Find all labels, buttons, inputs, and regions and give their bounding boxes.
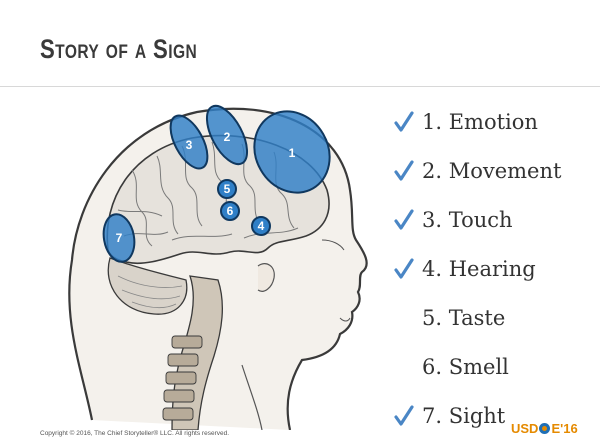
brand-suffix: '16 <box>560 421 578 436</box>
sense-item-smell: 6. Smell <box>394 343 594 392</box>
brand-middle: E <box>551 421 560 436</box>
checkmark-icon <box>394 147 416 196</box>
sense-label: 5. Taste <box>422 294 505 343</box>
sense-label: 4. Hearing <box>422 245 536 294</box>
region-marker-5: 5 <box>218 180 236 198</box>
sense-item-hearing: 4. Hearing <box>394 245 594 294</box>
usdoe-logo: USD E'16 <box>511 421 578 436</box>
copyright-notice: Copyright © 2016, The Chief Storyteller®… <box>40 430 229 437</box>
region-marker-6-label: 6 <box>227 204 234 218</box>
sense-item-touch: 3. Touch <box>394 196 594 245</box>
region-marker-1-label: 1 <box>289 146 296 160</box>
sense-item-taste: 5. Taste <box>394 294 594 343</box>
region-marker-5-label: 5 <box>224 182 231 196</box>
sense-item-emotion: 1. Emotion <box>394 98 594 147</box>
region-marker-4-label: 4 <box>258 219 265 233</box>
brand-o-icon <box>539 423 550 434</box>
region-marker-2-label: 2 <box>224 130 231 144</box>
region-marker-1: 1 <box>289 146 296 160</box>
title-divider <box>0 86 600 87</box>
sense-label: 6. Smell <box>422 343 509 392</box>
checkmark-icon <box>394 98 416 147</box>
sense-label: 3. Touch <box>422 196 513 245</box>
brand-prefix: USD <box>511 421 538 436</box>
region-marker-7: 7 <box>116 231 123 245</box>
sense-label: 1. Emotion <box>422 98 538 147</box>
region-marker-3-label: 3 <box>186 138 193 152</box>
checkmark-icon <box>394 392 416 441</box>
sense-label: 7. Sight <box>422 392 505 441</box>
checkmark-icon <box>394 196 416 245</box>
slide-title: Story of a Sign <box>40 34 197 65</box>
region-marker-7-label: 7 <box>116 231 123 245</box>
senses-list: 1. Emotion 2. Movement 3. Touch 4. Heari… <box>394 98 594 441</box>
region-marker-4: 4 <box>252 217 270 235</box>
checkmark-icon <box>394 245 416 294</box>
region-marker-2: 2 <box>224 130 231 144</box>
region-marker-3: 3 <box>186 138 193 152</box>
sense-label: 2. Movement <box>422 147 561 196</box>
head-brain-illustration: 1 2 3 4 5 6 7 <box>22 90 380 430</box>
slide-title-text: Story of a Sign <box>40 34 197 64</box>
sense-item-movement: 2. Movement <box>394 147 594 196</box>
region-marker-6: 6 <box>221 202 239 220</box>
